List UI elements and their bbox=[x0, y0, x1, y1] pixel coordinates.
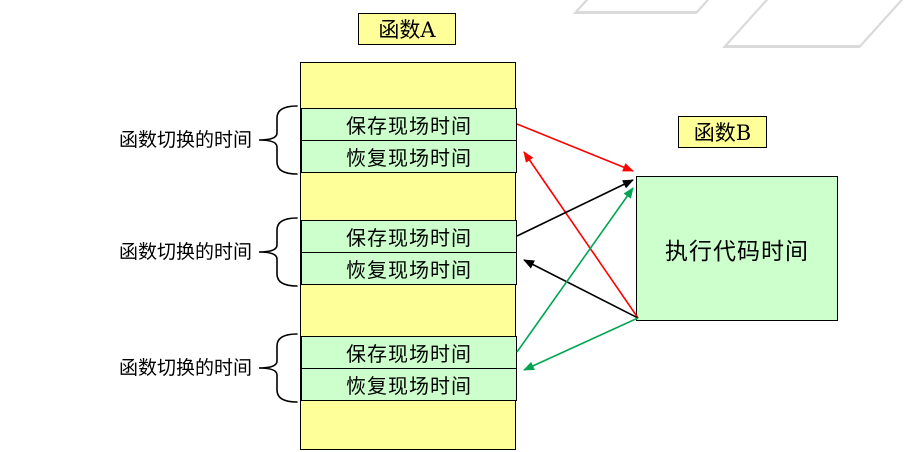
arrow-call-1 bbox=[516, 123, 634, 172]
context-save-label: 保存现场时间 bbox=[346, 114, 472, 138]
context-save-label: 保存现场时间 bbox=[346, 342, 472, 366]
arrow-call-3 bbox=[516, 187, 634, 353]
context-save-row-2: 保存现场时间 bbox=[301, 220, 517, 253]
context-restore-row-3: 恢复现场时间 bbox=[301, 368, 517, 401]
function-b-title-label: 函数B bbox=[693, 121, 752, 145]
arrow-return-3 bbox=[523, 317, 639, 371]
context-restore-row-2: 恢复现场时间 bbox=[301, 252, 517, 285]
arrow-return-1 bbox=[523, 151, 639, 319]
context-save-label: 保存现场时间 bbox=[346, 226, 472, 250]
function-b-title: 函数B bbox=[678, 116, 767, 148]
context-restore-row-1: 恢复现场时间 bbox=[301, 140, 517, 173]
function-a-title: 函数A bbox=[358, 13, 456, 45]
watermark-shape bbox=[572, 0, 728, 14]
context-restore-label: 恢复现场时间 bbox=[346, 374, 472, 398]
context-restore-label: 恢复现场时间 bbox=[346, 258, 472, 282]
brace-1 bbox=[258, 105, 298, 175]
function-a-title-label: 函数A bbox=[378, 18, 436, 42]
brace-3 bbox=[258, 333, 298, 403]
switch-time-label-3: 函数切换的时间 bbox=[118, 357, 252, 379]
arrow-return-2 bbox=[523, 259, 639, 319]
switch-time-label-2: 函数切换的时间 bbox=[118, 241, 252, 263]
context-save-row-1: 保存现场时间 bbox=[301, 108, 517, 141]
function-a-column: 保存现场时间 恢复现场时间 保存现场时间 恢复现场时间 保存现场时间 恢复现场时… bbox=[300, 62, 517, 450]
context-save-row-3: 保存现场时间 bbox=[301, 336, 517, 369]
switch-time-label-1: 函数切换的时间 bbox=[118, 129, 252, 151]
function-b-body-label: 执行代码时间 bbox=[665, 238, 809, 265]
watermark-shape bbox=[721, 0, 919, 48]
function-b-box: 执行代码时间 bbox=[636, 176, 838, 321]
arrow-call-2 bbox=[516, 179, 634, 237]
context-restore-label: 恢复现场时间 bbox=[346, 146, 472, 170]
brace-2 bbox=[258, 217, 298, 287]
